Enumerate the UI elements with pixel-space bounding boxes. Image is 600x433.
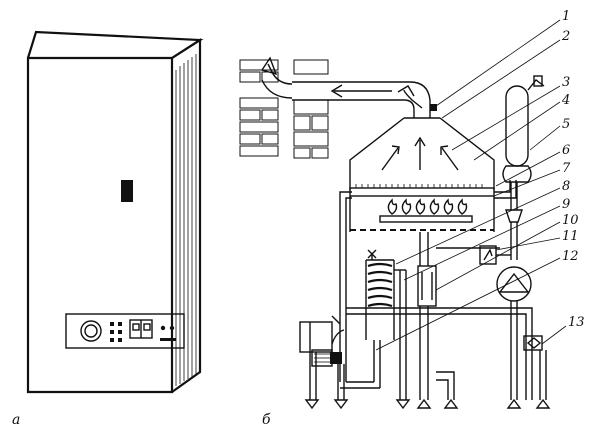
draft-hood-right	[439, 117, 495, 190]
indicator-light	[169, 325, 175, 331]
callout-6: 6	[562, 143, 570, 158]
air-separator	[502, 165, 532, 183]
hood-flow-arrows	[381, 136, 459, 171]
boiler-exterior	[26, 30, 204, 394]
heat-exchanger	[349, 187, 495, 197]
callout-9: 9	[562, 197, 570, 212]
callout-7: 7	[562, 161, 571, 176]
callout-labels: 1 2 3 4 5 6 7 8 9 10 11 12 13	[561, 9, 585, 330]
callout-11: 11	[562, 229, 579, 244]
callout-5: 5	[562, 117, 570, 132]
callout-1: 1	[562, 9, 570, 24]
control-knob[interactable]	[80, 320, 102, 342]
panel-indicators	[110, 322, 122, 342]
heat-exchanger-fins	[355, 184, 483, 188]
caption-right: б	[262, 412, 271, 428]
panel-slot	[160, 338, 176, 341]
side-shading	[175, 54, 197, 386]
outlet-arrows	[304, 398, 551, 410]
callout-12: 12	[562, 249, 579, 264]
boiler-schematic: 1 2 3 4 5 6 7 8 9 10 11 12 13	[239, 9, 585, 410]
circulation-pump	[496, 266, 532, 302]
cabinet-top	[26, 30, 204, 59]
flue-duct-top	[292, 81, 431, 118]
burner-flames	[387, 198, 468, 215]
cabinet-front	[26, 56, 174, 394]
draft-hood-left	[349, 117, 405, 190]
draft-sensor	[430, 104, 437, 111]
brick-chimney-wall	[239, 59, 329, 159]
gas-control-block	[299, 315, 345, 400]
callout-2: 2	[561, 29, 570, 44]
sight-window	[121, 180, 133, 202]
distribution-pipe	[346, 307, 533, 400]
gas-valve	[417, 265, 437, 307]
callout-8: 8	[562, 179, 570, 194]
control-knob-inner	[84, 324, 98, 338]
exhaust-arrow	[267, 63, 293, 85]
gas-burner	[379, 215, 473, 223]
dhw-coil	[365, 259, 395, 340]
flue-duct-bottom	[292, 99, 415, 118]
control-panel	[65, 313, 185, 349]
indicator-light	[160, 325, 166, 331]
callout-3: 3	[562, 75, 570, 90]
cabinet-side	[171, 37, 202, 393]
supply-pipe-left	[339, 191, 352, 382]
callout-10: 10	[562, 213, 579, 228]
callout-4: 4	[561, 93, 570, 108]
shutoff-valve	[523, 335, 547, 400]
callout-13: 13	[568, 315, 585, 330]
callout-leaders	[375, 19, 567, 351]
caption-left: а	[12, 412, 20, 428]
